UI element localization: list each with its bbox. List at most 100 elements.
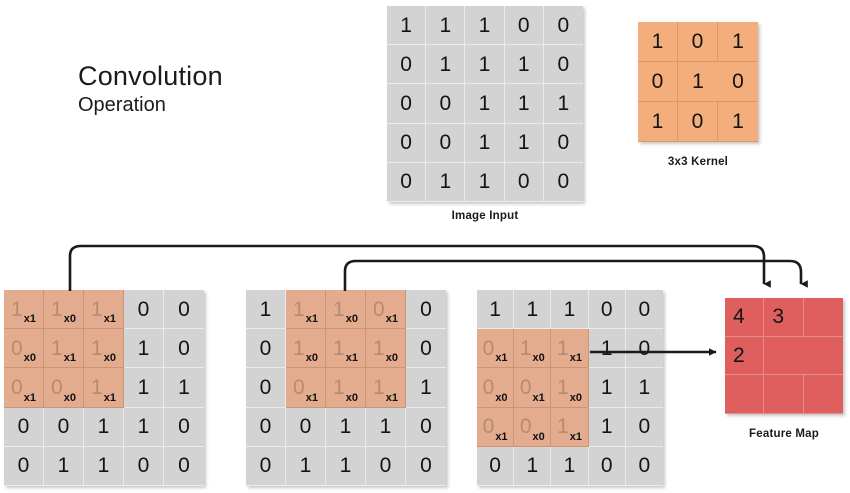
step-2-cell-3-1: 0 <box>286 407 326 447</box>
cell-value: 4 <box>733 305 745 329</box>
cell-value: 0 <box>519 415 532 439</box>
cell-multiplier: x0 <box>495 391 508 404</box>
page-title: Convolution Operation <box>78 62 223 117</box>
cell-multiplier: x1 <box>103 313 116 326</box>
feature-map-cell-2-0 <box>725 375 765 414</box>
cell-value: 0 <box>11 336 23 360</box>
feature-map-cell-1-1 <box>764 336 804 376</box>
cell-value: 1 <box>478 170 491 194</box>
cell-multiplier: x1 <box>385 391 398 404</box>
cell-value: 1 <box>651 30 664 53</box>
step-3-cell-0-3: 0 <box>588 290 626 330</box>
step-2-cell-0-4: 0 <box>406 290 446 330</box>
cell-value: 1 <box>478 131 491 155</box>
cell-value: 1 <box>478 52 491 76</box>
cell-value: 1 <box>91 297 103 321</box>
cell-value: 0 <box>400 170 412 194</box>
step-1-cell-4-3: 0 <box>124 446 164 486</box>
cell-value: 0 <box>420 454 432 478</box>
kernel-cell-2-2: 1 <box>718 102 758 142</box>
cell-value: 1 <box>400 13 412 37</box>
cell-value: 0 <box>137 297 150 321</box>
step-2-cell-2-4: 1 <box>406 368 446 408</box>
cell-value: 0 <box>400 91 412 115</box>
step-2-cell-3-4: 0 <box>406 407 446 447</box>
step-2-cell-4-3: 0 <box>366 446 406 486</box>
cell-value: 0 <box>51 375 63 399</box>
input-cell-1-4: 0 <box>543 45 583 85</box>
cell-value: 1 <box>339 454 352 478</box>
cell-value: 1 <box>137 375 150 399</box>
cell-value: 0 <box>638 297 651 321</box>
step-1-cell-2-3: 1 <box>124 368 164 408</box>
input-cell-4-4: 0 <box>543 162 583 202</box>
kernel-cell-0-0: 1 <box>638 22 678 62</box>
cell-multiplier: x1 <box>305 313 318 326</box>
cell-value: 1 <box>692 70 704 93</box>
input-cell-0-0: 1 <box>387 6 427 46</box>
cell-value: 1 <box>651 110 664 133</box>
cell-multiplier: x0 <box>103 352 116 365</box>
cell-value: 1 <box>600 415 613 439</box>
cell-value: 1 <box>51 336 63 360</box>
step-1-cell-4-2: 1 <box>84 446 124 486</box>
cell-value: 3 <box>772 305 785 329</box>
cell-multiplier: x0 <box>63 391 76 404</box>
connector-step1-to-fmap <box>68 244 771 291</box>
cell-value: 1 <box>517 131 530 155</box>
cell-value: 1 <box>526 297 539 321</box>
feature-map-cell-0-0: 4 <box>725 298 765 337</box>
cell-value: 0 <box>691 110 704 133</box>
cell-multiplier: x0 <box>532 352 545 365</box>
cell-value: 1 <box>517 52 530 76</box>
input-cell-3-4: 0 <box>543 123 583 163</box>
cell-multiplier: x1 <box>63 352 76 365</box>
cell-value: 0 <box>293 375 305 399</box>
kernel-cell-0-1: 0 <box>678 22 718 62</box>
cell-value: 0 <box>420 415 432 439</box>
cell-value: 1 <box>293 297 305 321</box>
step-3-cell-4-2: 1 <box>551 446 589 486</box>
cell-multiplier: x0 <box>23 352 36 365</box>
cell-value: 1 <box>439 52 452 76</box>
cell-value: 0 <box>259 415 272 439</box>
cell-value: 0 <box>178 336 190 360</box>
cell-value: 0 <box>651 70 664 93</box>
step-3-cell-4-0: 0 <box>477 446 515 486</box>
step-1-cell-4-1: 1 <box>44 446 84 486</box>
cell-value: 1 <box>51 297 63 321</box>
step-1-cell-1-4: 0 <box>164 329 204 369</box>
cell-value: 0 <box>379 454 392 478</box>
cell-value: 1 <box>600 375 613 399</box>
connector-step2-to-fmap <box>343 259 808 291</box>
cell-value: 1 <box>333 336 345 360</box>
feature-map-cell-2-2 <box>803 375 843 414</box>
cell-multiplier: x0 <box>385 352 398 365</box>
step-3-cell-3-3: 1 <box>588 407 626 447</box>
input-cell-0-2: 1 <box>465 6 505 46</box>
cell-value: 0 <box>517 13 530 37</box>
feature-map-caption: Feature Map <box>749 428 819 440</box>
cell-value: 1 <box>557 336 569 360</box>
input-cell-2-4: 1 <box>543 84 583 124</box>
cell-value: 0 <box>600 297 613 321</box>
kernel-cell-2-1: 0 <box>678 102 718 142</box>
feature-map-cell-1-2 <box>803 336 843 376</box>
cell-value: 0 <box>420 336 432 360</box>
cell-value: 1 <box>478 91 491 115</box>
cell-value: 0 <box>691 30 704 53</box>
